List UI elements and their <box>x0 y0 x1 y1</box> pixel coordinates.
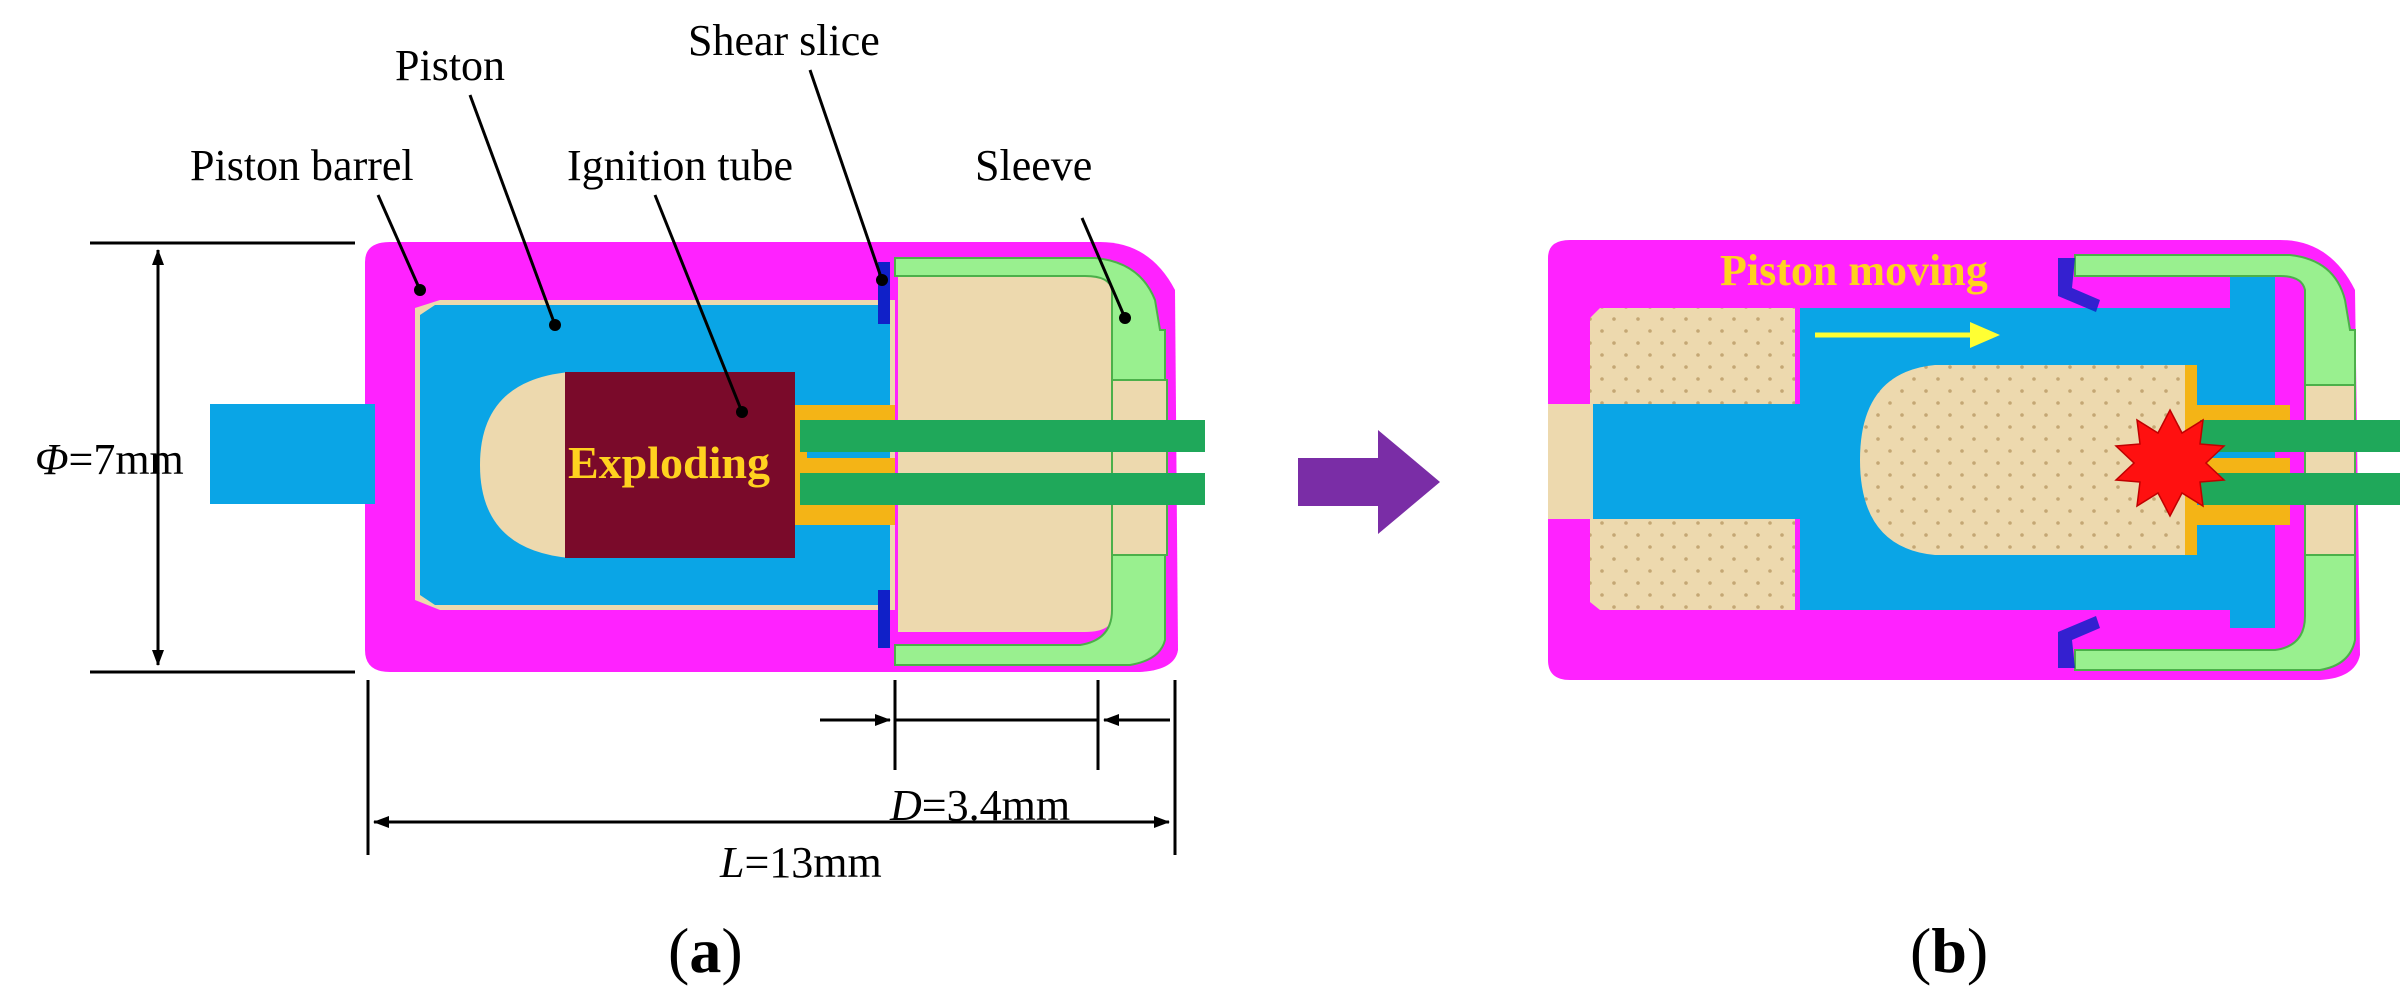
caption-b: (b) <box>1910 915 1988 986</box>
leader-lines <box>376 69 1127 413</box>
lead-wire-top-b <box>2200 420 2400 452</box>
label-sleeve: Sleeve <box>975 141 1092 190</box>
label-ignition-tube: Ignition tube <box>567 141 793 190</box>
left-plug <box>1548 404 1593 519</box>
l-dimension <box>366 680 1170 855</box>
contact-pad-mid <box>795 458 895 473</box>
diameter-dimension <box>90 241 355 674</box>
label-shear-slice: Shear slice <box>688 16 880 65</box>
shear-slice-bottom <box>878 590 890 648</box>
motion-arrow <box>1815 322 2000 348</box>
shear-slice-bottom-b <box>2058 616 2100 668</box>
piston-moving-label: Piston moving <box>1720 246 1988 295</box>
contact-pad-mid-b <box>2190 458 2290 473</box>
shear-slice-top-b <box>2058 258 2100 312</box>
diameter-label: Φ=7mm <box>35 435 184 484</box>
explosion-burst <box>2114 408 2226 518</box>
piston-rod <box>210 404 375 504</box>
exploding-label: Exploding <box>568 437 770 488</box>
piston-head-dome-b <box>1860 365 2185 555</box>
sleeve-b <box>2074 254 2356 671</box>
contact-pad-bottom-b <box>2190 505 2290 525</box>
piston-head-dome <box>480 372 580 558</box>
lead-wire-bottom <box>800 473 1205 505</box>
panel-b: Piston moving (b) <box>1548 240 2400 986</box>
ignition-tube <box>565 372 795 558</box>
label-piston: Piston <box>395 41 505 90</box>
transition-arrow <box>1298 430 1440 534</box>
contact-pad-bottom <box>795 505 895 525</box>
lead-wire-bottom-b <box>2200 473 2400 505</box>
caption-a: (a) <box>668 915 743 986</box>
sleeve-rim-b <box>2304 384 2356 556</box>
lead-wire-top <box>800 420 1205 452</box>
d-dimension <box>820 680 1177 855</box>
leader-dots <box>414 274 1131 418</box>
panel-a: Exploding Piston barrel Piston Ignition … <box>35 16 1205 986</box>
sleeve-rim <box>1111 379 1168 556</box>
label-piston-barrel: Piston barrel <box>190 141 414 190</box>
l-label: L=13mm <box>719 838 882 887</box>
